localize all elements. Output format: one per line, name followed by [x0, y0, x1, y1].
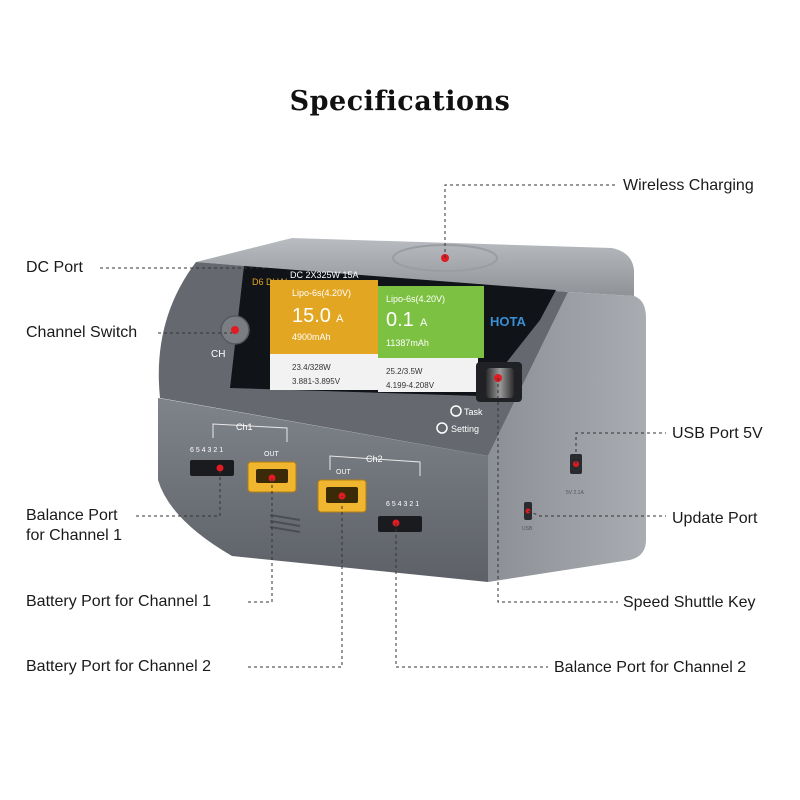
battery-ch2-line — [248, 496, 343, 668]
label-dc-port: DC Port — [26, 259, 83, 276]
ch1-balance-pins: 6 5 4 3 2 1 — [190, 447, 223, 454]
ch1-capacity: 4900mAh — [292, 332, 331, 342]
ch1-current: 15.0 — [292, 305, 331, 327]
channel-switch-label: CH — [211, 349, 225, 360]
ch2-stats-panel — [378, 358, 478, 392]
top-panel — [196, 238, 634, 296]
ch2-type: Lipo-6s(4.20V) — [386, 294, 445, 304]
screen-brand: HOTA — [490, 314, 526, 329]
update-port-line — [527, 510, 666, 517]
label-balance-ch1-line2: for Channel 1 — [26, 527, 123, 544]
ch1-panel — [270, 280, 378, 354]
ch1-unit: A — [336, 313, 344, 325]
task-icon — [450, 405, 462, 417]
ch2-stat1: 25.2/3.5W — [386, 367, 423, 376]
battery-ch1-line — [248, 478, 273, 603]
usb-5v-label: 5V 2.1A — [566, 490, 584, 496]
page-title: Specifications — [289, 86, 511, 117]
label-balance-ch1-line1: Balance Port — [26, 507, 118, 524]
ch1-out-label: OUT — [264, 451, 280, 458]
ch1-port-label: Ch1 — [236, 422, 253, 432]
label-wireless-charging: Wireless Charging — [623, 177, 754, 194]
speed-shuttle-key[interactable] — [486, 368, 514, 398]
usb-port-line — [575, 432, 666, 464]
ch2-panel — [378, 286, 484, 358]
ch2-out-label: OUT — [336, 469, 352, 476]
ch2-current: 0.1 — [386, 309, 414, 331]
ch2-unit: A — [420, 317, 428, 329]
ch1-balance-port — [190, 460, 234, 476]
label-speed-shuttle: Speed Shuttle Key — [623, 594, 756, 611]
label-channel-switch: Channel Switch — [26, 324, 138, 341]
ch2-balance-port — [378, 516, 422, 532]
balance-ch1-line — [136, 468, 221, 517]
ch2-port-label: Ch2 — [366, 454, 383, 464]
ch1-stat1: 23.4/328W — [292, 363, 331, 372]
label-update-port: Update Port — [672, 510, 758, 527]
label-balance-ch2: Balance Port for Channel 2 — [554, 659, 747, 676]
ch1-stat2: 3.881-3.895V — [292, 377, 341, 386]
ch2-stat2: 4.199-4.208V — [386, 381, 435, 390]
ch1-type: Lipo-6s(4.20V) — [292, 288, 351, 298]
screen-header: DC 2X325W 15A — [290, 270, 359, 280]
wireless-charging-line — [444, 184, 618, 258]
label-usb-port: USB Port 5V — [672, 425, 763, 442]
lcd-screen: DC 2X325W 15A D6 DUAL HOTA Lipo-6s(4.20V… — [230, 266, 556, 396]
vent-slits — [269, 514, 301, 533]
label-battery-ch2: Battery Port for Channel 2 — [26, 658, 211, 675]
ch2-capacity: 11387mAh — [386, 338, 429, 348]
task-label: Task — [464, 407, 483, 417]
balance-ch2-line — [395, 523, 548, 668]
screen-model: D6 DUAL — [252, 277, 290, 287]
callout-lines — [100, 184, 666, 668]
setting-icon — [436, 422, 448, 434]
setting-label: Setting — [451, 424, 479, 434]
ch2-bracket — [329, 455, 421, 476]
ch1-stats-panel — [270, 354, 378, 390]
label-battery-ch1: Battery Port for Channel 1 — [26, 593, 211, 610]
update-port-usb-label: USB — [522, 526, 533, 532]
ch1-bracket — [212, 423, 288, 442]
channel-switch-dot — [231, 326, 239, 334]
speed-shuttle-line — [497, 378, 618, 603]
ch2-balance-pins: 6 5 4 3 2 1 — [386, 501, 419, 508]
ch1-battery-dot — [268, 474, 276, 482]
ch1-balance-dot — [216, 464, 224, 472]
